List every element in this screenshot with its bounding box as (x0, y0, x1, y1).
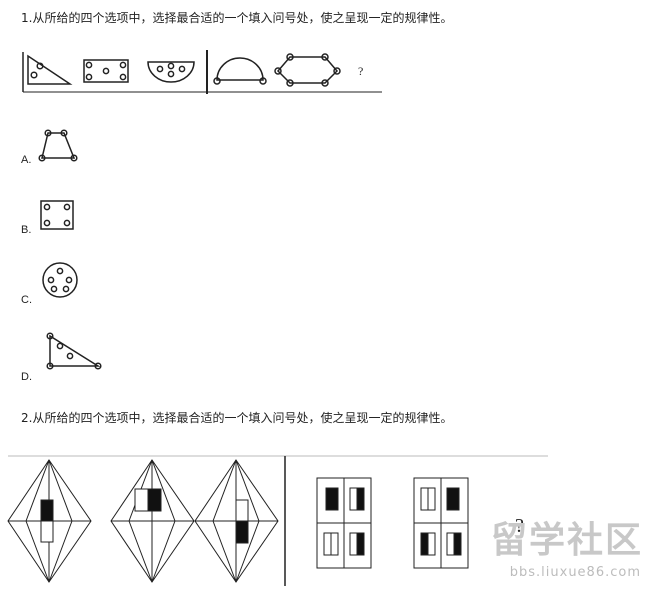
watermark: 留学社区 bbs.liuxue86.com (487, 521, 647, 591)
question-1-text: 1.从所给的四个选项中，选择最合适的一个填入问号处，使之呈现一定的规律性。 (21, 11, 453, 25)
option-d-label: D. (21, 371, 32, 383)
option-a-trapezoid-figure (38, 129, 78, 162)
question-1-sequence-figure (22, 50, 382, 94)
option-c-label: C. (21, 294, 32, 306)
option-a-label: A. (21, 154, 32, 166)
option-b-label: B. (21, 224, 32, 236)
question-1-mark: ? (358, 64, 364, 78)
watermark-text: 留学社区 (490, 520, 643, 561)
watermark-url: bbs.liuxue86.com (509, 565, 641, 580)
option-c-circle-figure (42, 262, 78, 298)
option-b-square-figure (40, 200, 74, 230)
question-2-sequence-figure (7, 455, 548, 586)
question-2-text: 2.从所给的四个选项中，选择最合适的一个填入问号处，使之呈现一定的规律性。 (21, 411, 453, 425)
option-d-triangle-figure (46, 332, 102, 370)
question-2-mark: ? (515, 515, 524, 537)
